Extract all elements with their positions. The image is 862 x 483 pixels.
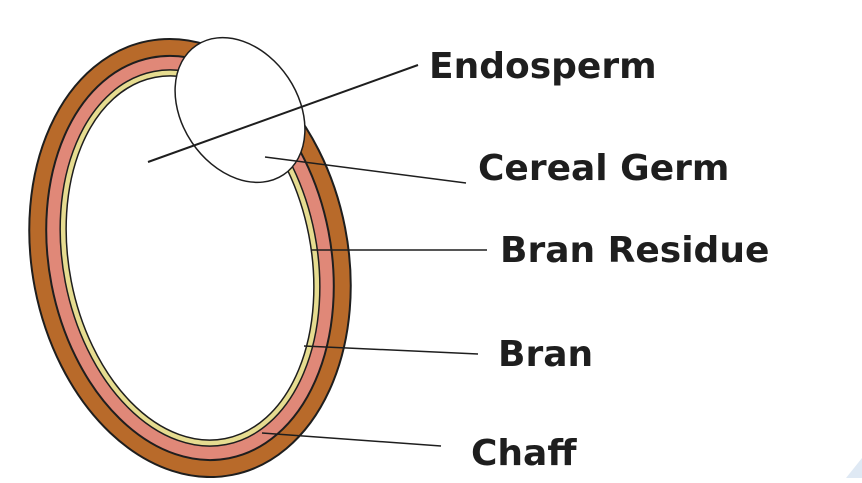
endosperm-label: Endosperm [429,46,657,87]
bran-residue-label: Bran Residue [500,230,769,271]
cereal-germ-label: Cereal Germ [478,148,729,189]
corner-triangle-icon [846,458,862,478]
chaff-label: Chaff [471,433,577,474]
bran-label: Bran [498,334,593,375]
